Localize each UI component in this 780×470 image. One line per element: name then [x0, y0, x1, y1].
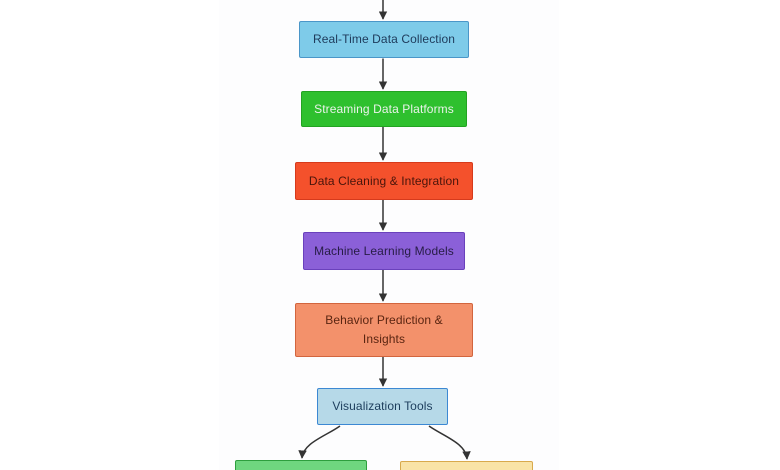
- node-streaming-data-platforms: Streaming Data Platforms: [301, 91, 467, 127]
- node-bottom-left-partial: [235, 460, 367, 470]
- node-label: Visualization Tools: [332, 399, 433, 414]
- node-behavior-prediction-insights: Behavior Prediction & Insights: [295, 303, 473, 357]
- node-label: Streaming Data Platforms: [314, 101, 454, 116]
- node-bottom-right-partial: [400, 461, 533, 470]
- node-label: Behavior Prediction & Insights: [325, 313, 443, 346]
- node-label: Real-Time Data Collection: [312, 32, 456, 47]
- node-machine-learning-models: Machine Learning Models: [303, 232, 465, 270]
- node-label: Data Cleaning & Integration: [308, 173, 460, 188]
- node-data-cleaning-integration: Data Cleaning & Integration: [295, 162, 473, 200]
- node-real-time-data-collection: Real-Time Data Collection: [299, 21, 469, 58]
- node-label: Machine Learning Models: [314, 243, 454, 258]
- node-visualization-tools: Visualization Tools: [317, 388, 448, 425]
